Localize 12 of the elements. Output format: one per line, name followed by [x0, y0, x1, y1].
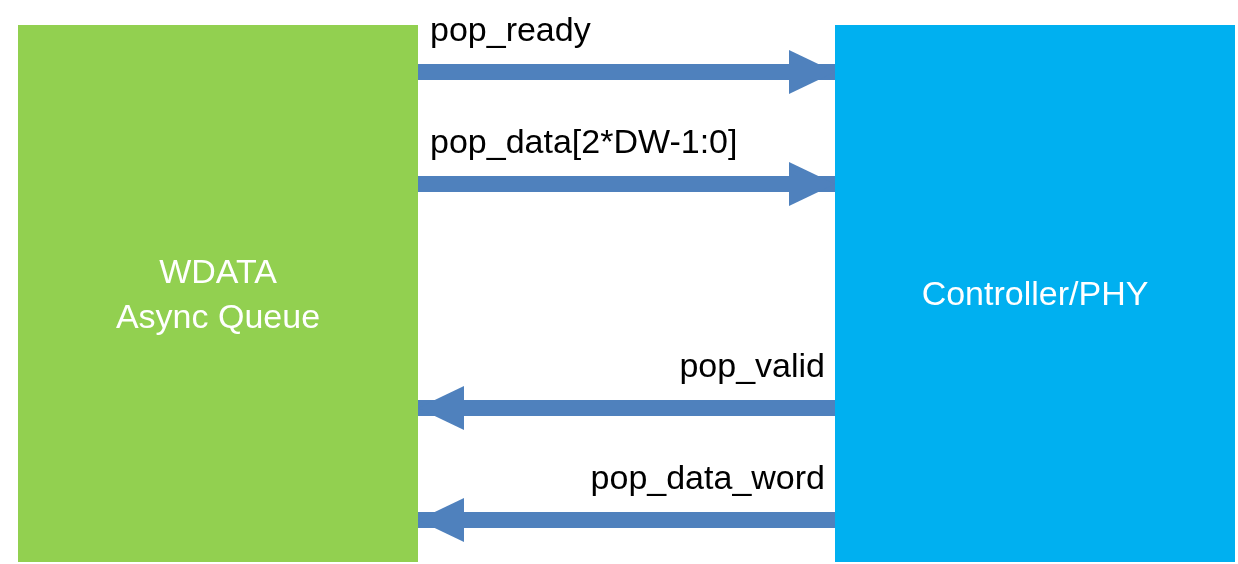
signal-label: pop_data_word	[590, 460, 825, 494]
signal-label: pop_data[2*DW-1:0]	[430, 124, 738, 158]
block-label: Controller/PHY	[920, 273, 1150, 315]
block-label: WDATA Async Queue	[114, 251, 322, 337]
arrow	[418, 162, 835, 206]
controller-block	[835, 25, 1235, 562]
signal-label: pop_ready	[430, 12, 591, 46]
arrow	[418, 50, 835, 94]
arrow	[418, 498, 835, 542]
signal-label: pop_valid	[679, 348, 825, 382]
queue-block	[18, 25, 418, 562]
arrow	[418, 386, 835, 430]
